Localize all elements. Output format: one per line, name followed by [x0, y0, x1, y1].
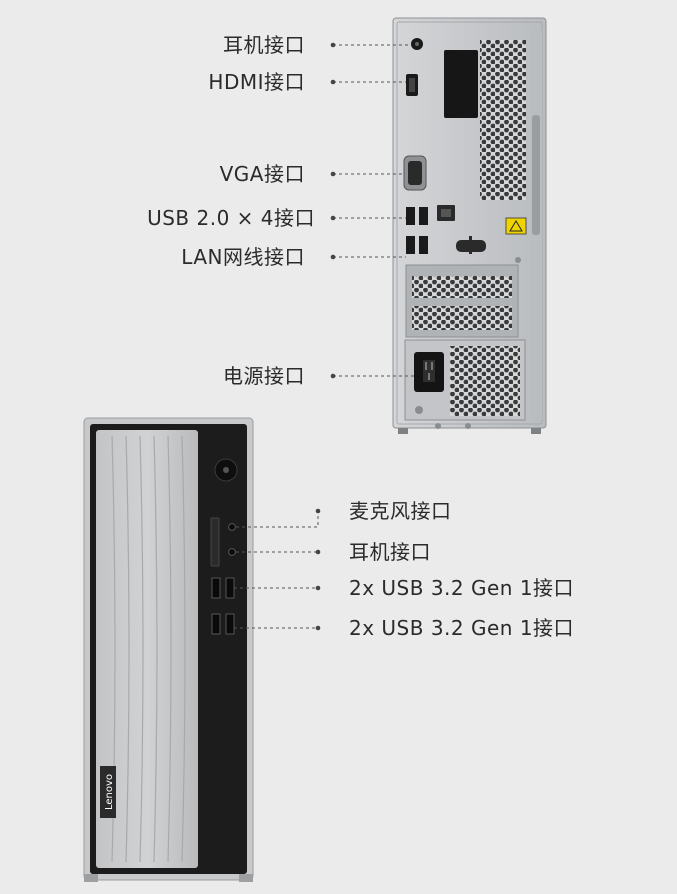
card-reader-slot	[210, 517, 220, 567]
label-usb32-ports-lower: 2x USB 3.2 Gen 1接口	[349, 616, 575, 640]
label-vga-port: VGA接口	[219, 162, 305, 186]
headphone-icon	[411, 38, 423, 50]
label-microphone-port: 麦克风接口	[349, 499, 452, 523]
label-headphone-port: 耳机接口	[223, 33, 305, 57]
ground-symbol	[456, 236, 486, 254]
microphone-jack-icon	[228, 523, 236, 531]
label-power-port: 电源接口	[223, 364, 305, 388]
label-usb32-ports-upper: 2x USB 3.2 Gen 1接口	[349, 576, 575, 600]
logo-badge	[100, 766, 116, 818]
headphone-jack-front	[228, 548, 236, 556]
hdmi-port-icon	[406, 74, 418, 96]
front-leader-lines	[234, 508, 321, 631]
warning-label	[505, 217, 527, 235]
label-lan-port: LAN网线接口	[181, 245, 305, 269]
lenovo-logo: Lenovo	[104, 774, 115, 810]
vga-port-icon	[403, 155, 427, 191]
power-button-icon	[214, 458, 238, 482]
power-socket-icon	[414, 352, 444, 392]
lan-port-icon	[437, 205, 455, 221]
usb-port-icon	[406, 207, 428, 254]
rear-leader-lines	[330, 42, 414, 379]
label-headphone-port-front: 耳机接口	[349, 540, 431, 564]
ribbed-texture	[111, 435, 186, 863]
label-hdmi-port: HDMI接口	[208, 70, 305, 94]
label-usb2-ports: USB 2.0 × 4接口	[147, 206, 315, 230]
